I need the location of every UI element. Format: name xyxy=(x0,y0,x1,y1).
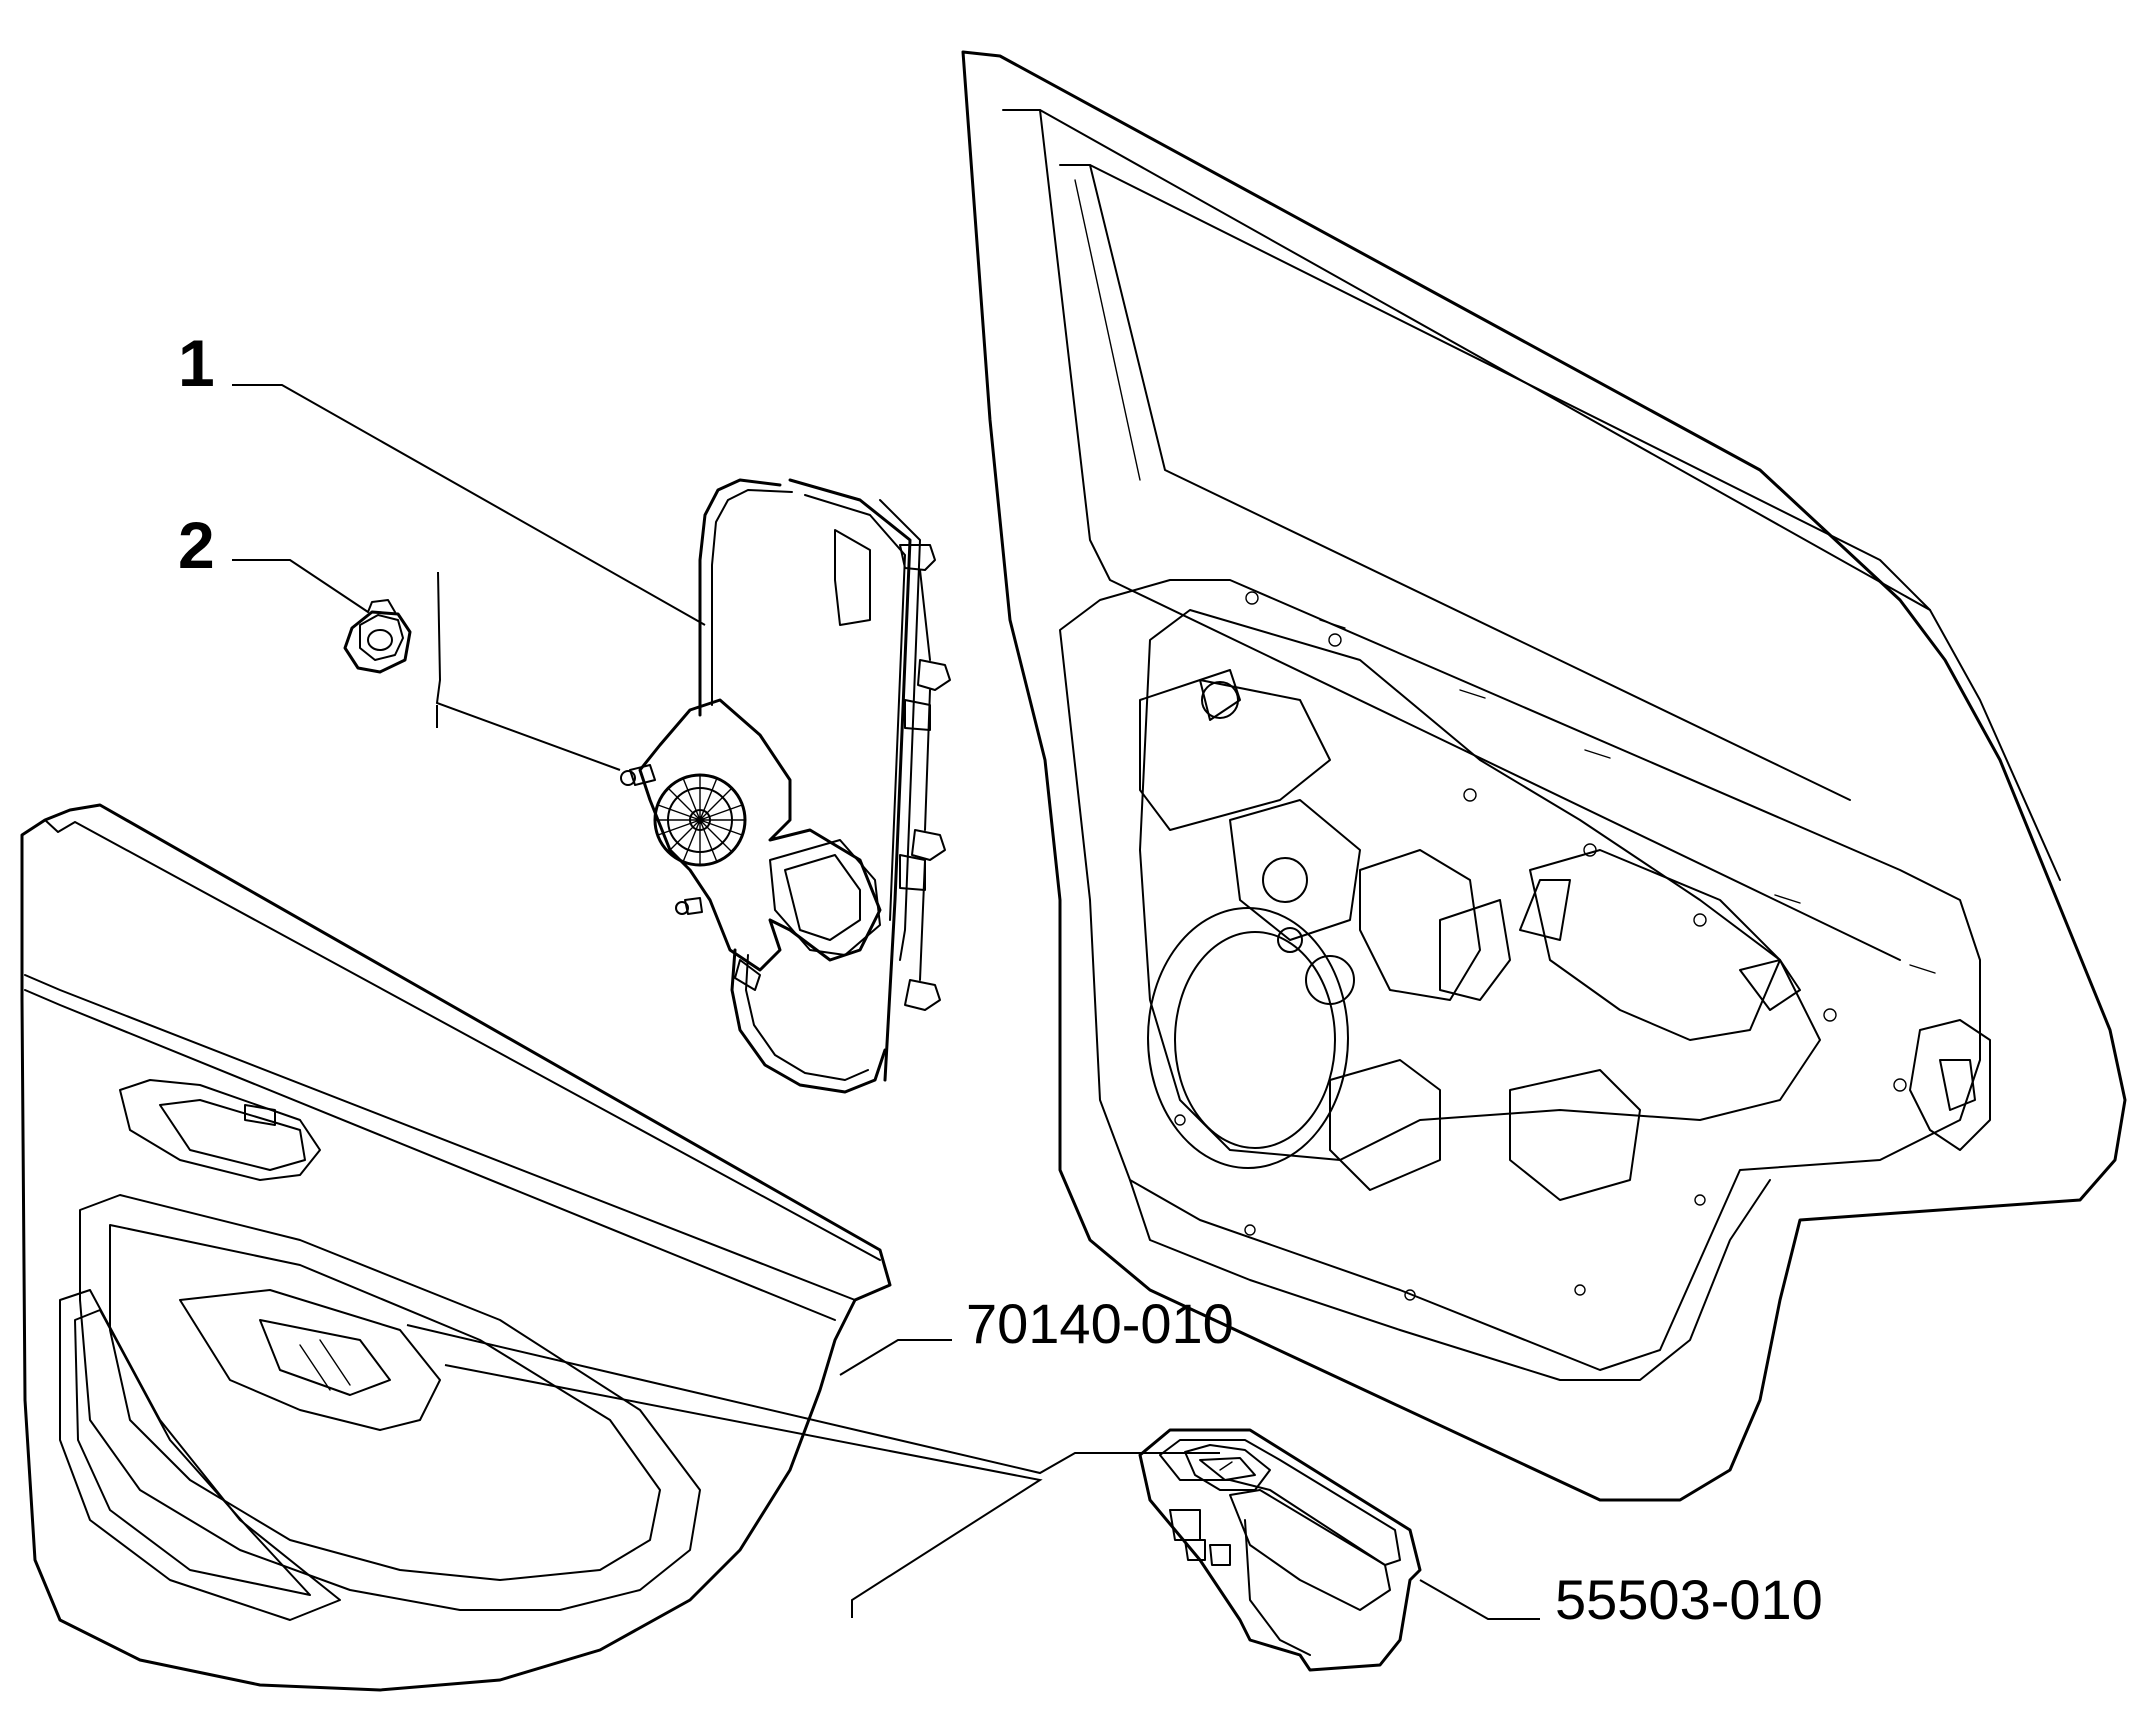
nut xyxy=(343,599,412,674)
callout-trim-panel-code: 70140-010 xyxy=(966,1292,1234,1355)
door-shell xyxy=(961,50,2127,1502)
callout-part-1: 1 xyxy=(178,326,215,400)
callout-switch-code: 55503-010 xyxy=(1555,1568,1823,1631)
door-trim-panel xyxy=(20,803,892,1692)
leader-lines xyxy=(232,384,1540,1620)
callout-part-2: 2 xyxy=(178,508,215,582)
window-switch xyxy=(1138,1428,1422,1672)
window-regulator xyxy=(620,478,951,1094)
